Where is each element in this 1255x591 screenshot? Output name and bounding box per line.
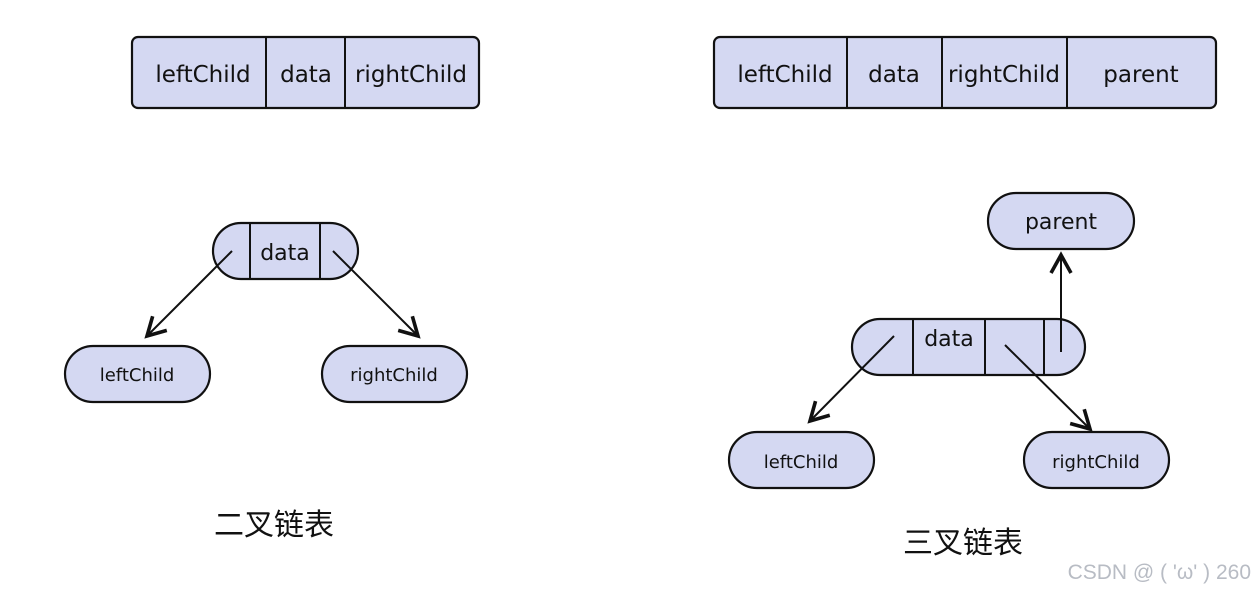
ternary-record-field-rightchild: rightChild — [948, 62, 1060, 88]
ternary-node-capsule — [850, 317, 1087, 377]
ternary-record-field-data: data — [868, 62, 920, 88]
ternary-parent-label: parent — [1025, 210, 1097, 235]
ternary-record-field-parent: parent — [1103, 62, 1178, 88]
binary-right-arrow — [332, 250, 421, 339]
binary-left-child-node: leftChild — [63, 344, 212, 404]
binary-left-child-label: leftChild — [100, 365, 175, 386]
ternary-record: leftChild data rightChild parent — [712, 35, 1218, 110]
binary-record-field-leftchild: leftChild — [155, 62, 250, 88]
binary-left-child-capsule — [63, 344, 212, 404]
ternary-node-data-label: data — [924, 327, 974, 352]
binary-right-child-capsule — [320, 344, 469, 404]
ternary-right-child-label: rightChild — [1052, 452, 1140, 473]
binary-record-box — [130, 35, 481, 110]
binary-node: data — [211, 221, 360, 281]
ternary-left-child-node: leftChild — [727, 430, 876, 490]
ternary-parent-node: parent — [986, 191, 1136, 251]
ternary-right-child-capsule — [1022, 430, 1171, 490]
watermark: CSDN @ ( 'ω' ) 260 — [1067, 561, 1251, 584]
binary-record-field-data: data — [280, 62, 332, 88]
ternary-right-child-node: rightChild — [1022, 430, 1171, 490]
ternary-node: data — [850, 317, 1087, 377]
binary-node-data-label: data — [260, 241, 310, 266]
ternary-left-child-label: leftChild — [764, 452, 839, 473]
binary-record: leftChild data rightChild — [130, 35, 481, 110]
binary-caption: 二叉链表 — [214, 508, 334, 543]
ternary-left-arrow — [807, 335, 895, 424]
binary-left-arrow — [144, 250, 233, 339]
binary-right-child-label: rightChild — [350, 365, 438, 386]
ternary-right-arrow — [1004, 344, 1093, 432]
ternary-left-child-capsule — [727, 430, 876, 490]
binary-right-child-node: rightChild — [320, 344, 469, 404]
binary-record-field-rightchild: rightChild — [355, 62, 467, 88]
ternary-parent-capsule — [986, 191, 1136, 251]
ternary-record-box — [712, 35, 1218, 110]
ternary-caption: 三叉链表 — [903, 526, 1023, 561]
ternary-record-field-leftchild: leftChild — [737, 62, 832, 88]
